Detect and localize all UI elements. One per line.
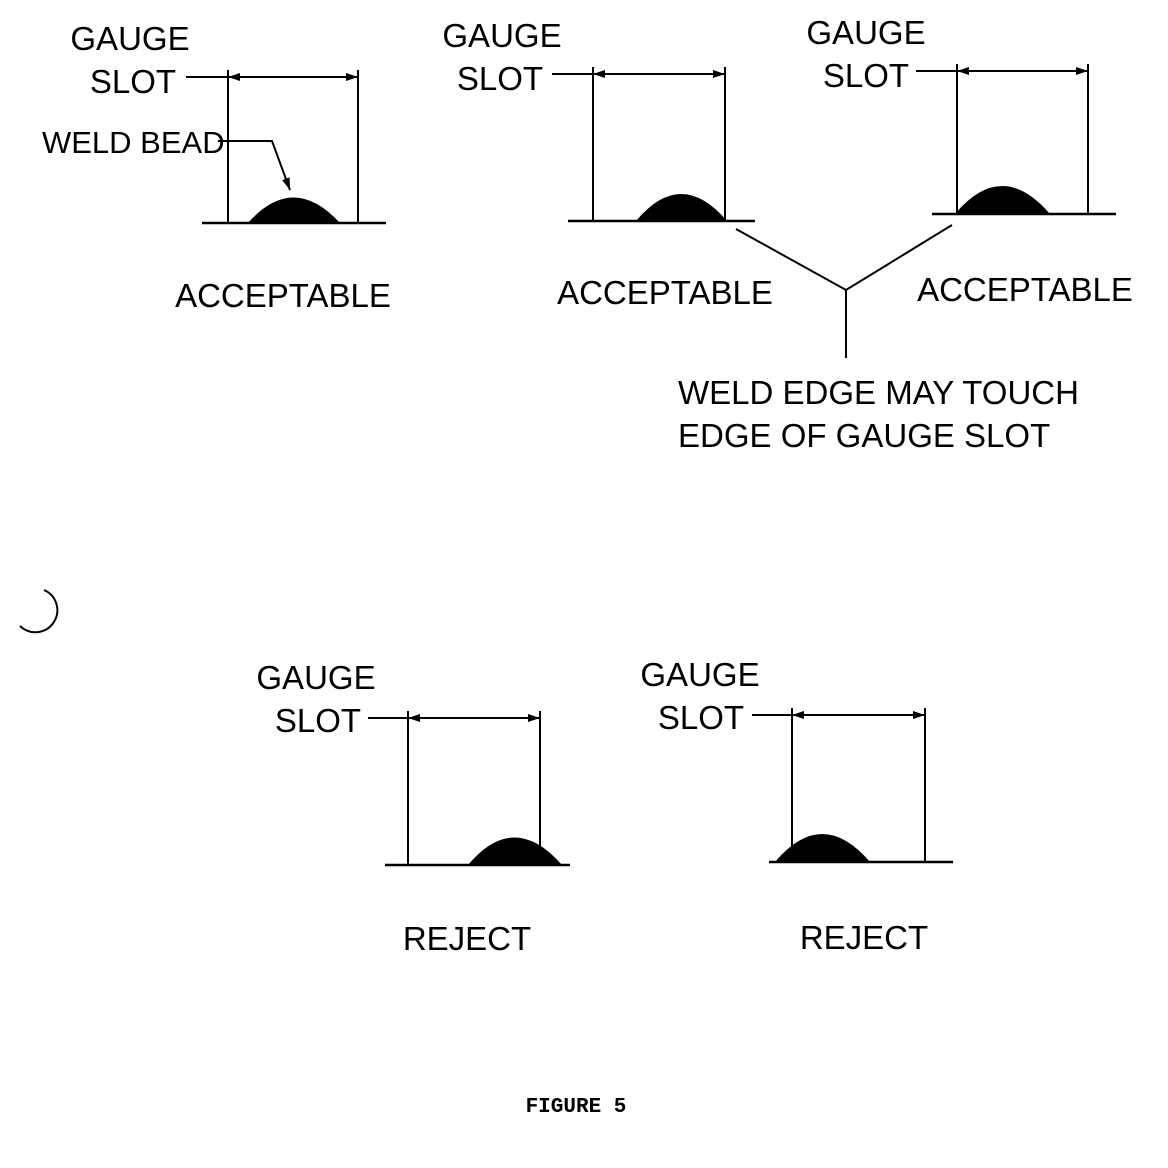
gauge-label-line1: GAUGE	[640, 656, 759, 693]
panel-1: GAUGE SLOT WELD BEAD ACCEPTABLE	[42, 20, 391, 314]
gauge-label-line2: SLOT	[275, 702, 361, 739]
gauge-label-line1: GAUGE	[70, 20, 189, 57]
panel-2: GAUGE SLOT ACCEPTABLE	[442, 17, 773, 311]
gauge-label-line2: SLOT	[658, 699, 744, 736]
gauge-label-line1: GAUGE	[806, 14, 925, 51]
note-line2: EDGE OF GAUGE SLOT	[678, 417, 1050, 454]
panel-status: ACCEPTABLE	[557, 274, 773, 311]
gauge-label-line2: SLOT	[823, 57, 909, 94]
panel-4: GAUGE SLOT REJECT	[256, 659, 570, 957]
panel-status: REJECT	[800, 919, 928, 956]
gauge-label-line2: SLOT	[457, 60, 543, 97]
panel-5: GAUGE SLOT REJECT	[640, 656, 953, 956]
weld-edge-note: WELD EDGE MAY TOUCH EDGE OF GAUGE SLOT	[678, 224, 1079, 454]
weld-bead	[248, 197, 340, 223]
weld-bead-label: WELD BEAD	[42, 125, 225, 160]
panel-status: REJECT	[403, 920, 531, 957]
gauge-label-line1: GAUGE	[256, 659, 375, 696]
panel-3: GAUGE SLOT ACCEPTABLE	[806, 14, 1133, 308]
gauge-label-line1: GAUGE	[442, 17, 561, 54]
punch-hole	[19, 589, 59, 634]
note-line1: WELD EDGE MAY TOUCH	[678, 374, 1079, 411]
panel-status: ACCEPTABLE	[917, 271, 1133, 308]
panel-status: ACCEPTABLE	[175, 277, 391, 314]
weld-bead-pointer	[218, 140, 291, 191]
weld-bead	[636, 194, 727, 221]
weld-bead	[775, 834, 870, 862]
figure-caption: FIGURE 5	[526, 1096, 627, 1119]
weld-bead	[468, 837, 562, 865]
weld-bead	[955, 186, 1050, 214]
gauge-label-line2: SLOT	[90, 63, 176, 100]
